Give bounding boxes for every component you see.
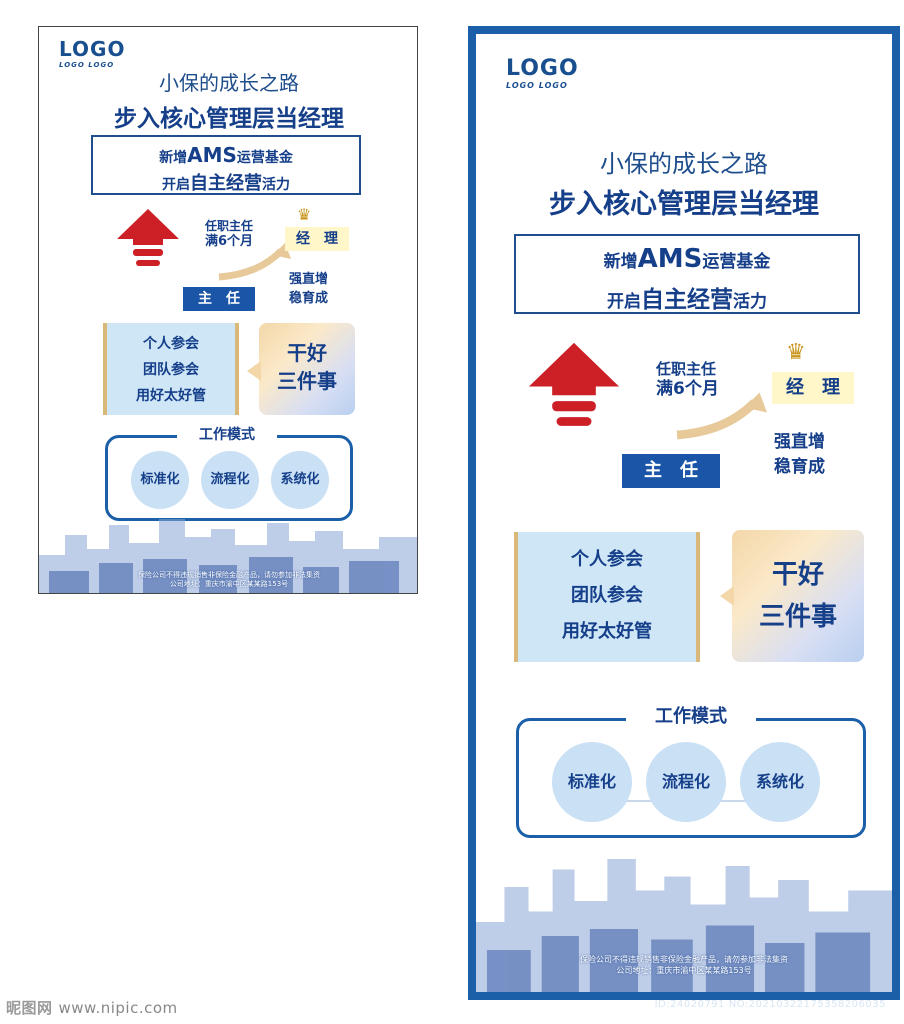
scroll-item: 个人参会 — [571, 549, 643, 570]
speech-bubble: 干好 三件事 — [247, 323, 355, 415]
crown-icon: ♛ — [786, 340, 806, 365]
watermark: 昵图网 www.nipic.com — [6, 997, 178, 1018]
city-skyline-icon — [476, 859, 892, 992]
red-up-arrow-icon — [117, 209, 179, 266]
work-mode-title: 工作模式 — [177, 425, 277, 445]
watermark-logo: 昵图网 — [6, 999, 53, 1017]
bubble-tail — [720, 586, 734, 606]
red-up-arrow-icon — [528, 342, 620, 426]
promotion-line1: 任职主任 — [656, 360, 717, 378]
scroll-item: 个人参会 — [143, 336, 199, 352]
footer-text: 保险公司不得违规销售非保险金融产品，请勿参加非法集资 公司地址：重庆市渝中区某某… — [476, 955, 892, 976]
director-badge: 主 任 — [183, 287, 255, 311]
mode-circle: 流程化 — [646, 742, 726, 822]
logo-subtext: LOGO LOGO — [506, 81, 568, 90]
scroll-panel: 个人参会 团队参会 用好太好管 — [103, 323, 239, 415]
mode-circle: 系统化 — [740, 742, 820, 822]
grow-line2: 稳育成 — [774, 456, 825, 477]
speech-bubble: 干好 三件事 — [720, 530, 864, 662]
ams-line2: 开启自主经营活力 — [162, 173, 290, 194]
ams-frame: 新增AMS运营基金 开启自主经营活力 — [91, 135, 361, 195]
ams-line1: 新增AMS运营基金 — [603, 244, 771, 274]
logo-text: LOGO — [506, 56, 579, 81]
title-line1: 小保的成长之路 — [600, 150, 768, 178]
title-line2: 步入核心管理层当经理 — [549, 189, 819, 220]
work-mode-title: 工作模式 — [626, 704, 756, 730]
footer-line2: 公司地址：重庆市渝中区某某路153号 — [169, 579, 289, 588]
curved-arrow-icon — [218, 243, 291, 281]
city-skyline-icon — [39, 519, 417, 593]
poster-large: LOGO LOGO LOGO 小保的成长之路 步入核心管理层当经理 新增AMS运… — [468, 26, 900, 1000]
promotion-line1: 任职主任 — [205, 219, 254, 233]
scroll-item: 团队参会 — [571, 585, 643, 606]
scroll-panel: 个人参会 团队参会 用好太好管 — [514, 532, 700, 662]
promotion-line2: 满6个月 — [656, 378, 719, 399]
watermark-url[interactable]: www.nipic.com — [58, 999, 178, 1017]
mode-circle: 流程化 — [201, 451, 259, 509]
promotion-text: 任职主任 满6个月 — [656, 360, 719, 400]
scroll-item: 用好太好管 — [136, 388, 206, 404]
promotion-line2: 满6个月 — [205, 234, 254, 249]
bubble-tail — [247, 361, 261, 381]
logo-subtext: LOGO LOGO — [59, 61, 115, 69]
mode-circle: 标准化 — [552, 742, 632, 822]
promotion-text: 任职主任 满6个月 — [205, 219, 253, 250]
footer-line2: 公司地址：重庆市渝中区某某路153号 — [616, 965, 752, 975]
poster-small-content: LOGO LOGO LOGO 小保的成长之路 步入核心管理层当经理 新增AMS运… — [39, 27, 417, 593]
title-line1: 小保的成长之路 — [159, 71, 299, 95]
title-line2: 步入核心管理层当经理 — [114, 106, 344, 132]
ams-line2: 开启自主经营活力 — [607, 287, 767, 313]
bubble-line2: 三件事 — [277, 369, 337, 393]
director-badge: 主 任 — [622, 454, 720, 488]
crown-icon: ♛ — [297, 205, 312, 224]
bubble-line1: 干好 — [771, 560, 824, 590]
mode-circle: 标准化 — [131, 451, 189, 509]
manager-box: 经 理 — [772, 372, 854, 404]
footer-line1: 保险公司不得违规销售非保险金融产品，请勿参加非法集资 — [138, 570, 320, 579]
logo: LOGO LOGO LOGO — [59, 37, 125, 69]
grow-text: 强直增 稳育成 — [289, 271, 328, 309]
grow-line1: 强直增 — [289, 272, 329, 287]
mode-circle: 系统化 — [271, 451, 329, 509]
bubble-line2: 三件事 — [758, 602, 837, 632]
scroll-item: 团队参会 — [143, 362, 199, 378]
footer-line1: 保险公司不得违规销售非保险金融产品，请勿参加非法集资 — [580, 955, 788, 965]
grow-text: 强直增 稳育成 — [774, 430, 825, 479]
poster-small: LOGO LOGO LOGO 小保的成长之路 步入核心管理层当经理 新增AMS运… — [38, 26, 418, 594]
logo: LOGO LOGO LOGO — [506, 56, 579, 90]
manager-box: 经 理 — [285, 227, 349, 251]
poster-large-content: LOGO LOGO LOGO 小保的成长之路 步入核心管理层当经理 新增AMS运… — [476, 34, 892, 992]
ams-line1: 新增AMS运营基金 — [159, 143, 293, 167]
grow-line1: 强直增 — [774, 432, 825, 452]
bubble-line1: 干好 — [287, 341, 327, 365]
ams-frame: 新增AMS运营基金 开启自主经营活力 — [514, 234, 860, 314]
curved-arrow-icon — [676, 392, 767, 440]
logo-text: LOGO — [59, 37, 126, 61]
grow-line2: 稳育成 — [289, 290, 329, 306]
scroll-item: 用好太好管 — [562, 621, 652, 642]
image-id: ID:24020791 NO:20210322175358206035 — [654, 999, 886, 1010]
footer-text: 保险公司不得违规销售非保险金融产品，请勿参加非法集资 公司地址：重庆市渝中区某某… — [39, 570, 417, 589]
